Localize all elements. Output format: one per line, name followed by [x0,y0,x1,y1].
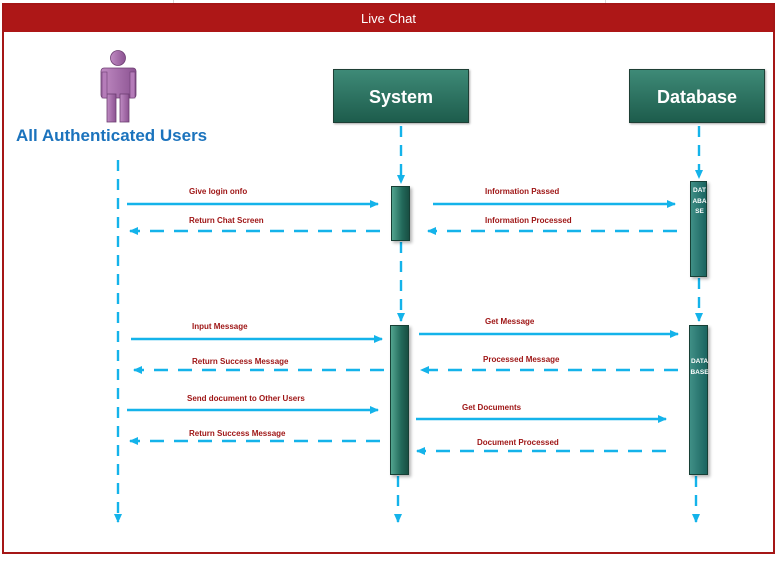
system-activation-1 [391,186,410,241]
message-label: Get Message [485,317,535,326]
message-label: Return Chat Screen [189,216,264,225]
database-bar-label: DATABASE [690,358,709,376]
message-label: Get Documents [462,403,522,412]
frame-guide-right [605,0,606,3]
actor-user-label: All Authenticated Users [16,126,208,145]
message-label: Processed Message [483,355,560,364]
message-label: Give login onfo [189,187,248,196]
actor-database-box: Database [629,69,765,123]
system-activation-2 [390,325,409,475]
message-label: Information Processed [485,216,572,225]
database-activation-1: DATABASE [690,181,707,277]
database-activation-2: DATABASE [689,325,709,475]
message-label: Document Processed [477,438,559,447]
message-label: Input Message [192,322,248,331]
message-label: Send document to Other Users [187,394,305,403]
database-bar-label: DATABASE [692,187,707,215]
person-icon [100,50,137,123]
message-label: Return Success Message [192,357,289,366]
actor-system-box: System [333,69,469,123]
message-label: Return Success Message [189,429,286,438]
message-label: Information Passed [485,187,560,196]
diagram-title: Live Chat [4,5,773,32]
frame-guide-left [173,0,174,3]
